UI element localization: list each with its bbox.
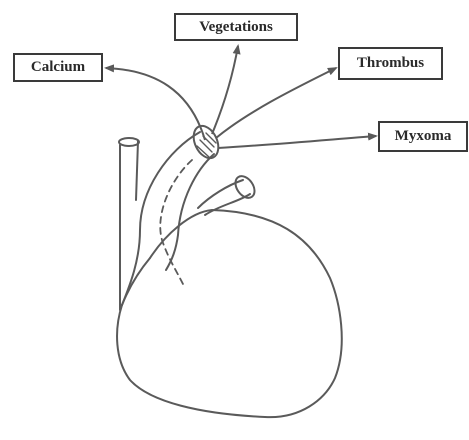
vena-cava-opening [119, 138, 139, 146]
label-myxoma: Myxoma [378, 121, 468, 152]
label-thrombus: Thrombus [338, 47, 443, 80]
aorta-dashed-contour [160, 160, 192, 286]
aortic-valve-opening [189, 122, 223, 162]
heart-outline [117, 210, 342, 417]
pulmonary-trunk-opening [232, 173, 259, 202]
label-calcium: Calcium [13, 53, 103, 82]
label-vegetations: Vegetations [174, 13, 298, 41]
aorta-right-edge [166, 154, 214, 270]
arrow-to-vegetations [212, 46, 238, 134]
arrow-to-calcium [106, 68, 205, 140]
vena-cava-right-edge [136, 141, 138, 200]
arrow-to-myxoma [218, 136, 376, 148]
arrow-to-thrombus [216, 68, 336, 138]
